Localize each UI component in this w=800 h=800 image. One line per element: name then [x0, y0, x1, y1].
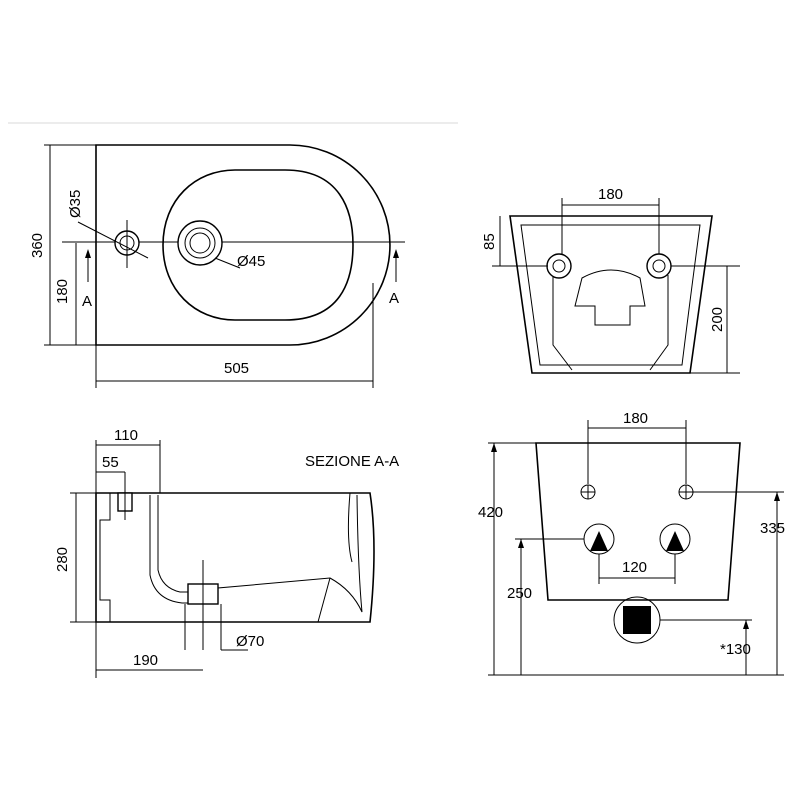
top-view: 360 180 Ø35 Ø45 505 A A: [29, 144, 405, 388]
bidet-inner-rear: [520, 224, 701, 366]
drain-inner: [189, 232, 211, 254]
bidet-outline-rear: [509, 215, 713, 374]
drain-leader: [214, 257, 241, 269]
drain-outer: [177, 220, 223, 266]
fixing-hole-left-outer: [546, 253, 572, 279]
section-outer: [95, 492, 375, 623]
section-back-wall: [99, 493, 111, 622]
dim-bolt-spacing-label: 180: [623, 410, 648, 427]
arrow-supply-top: [518, 539, 524, 548]
arrow-drain-top: [743, 620, 749, 629]
supply-right-triangle: [666, 531, 684, 551]
dim-section-55-label: 55: [102, 454, 119, 471]
dim-section-height-label: 280: [54, 547, 71, 572]
dim-drain-label: Ø45: [237, 253, 265, 270]
arrow-bolt-top: [774, 492, 780, 501]
dim-section-outlet-label: Ø70: [236, 633, 264, 650]
pedestal-right: [649, 275, 669, 371]
dim-rear-spacing-label: 180: [598, 186, 623, 203]
fixing-hole-right-inner: [652, 259, 666, 273]
dim-section-190-label: 190: [133, 652, 158, 669]
dim-drain-height-label: *130: [720, 641, 751, 658]
supply-left-triangle: [590, 531, 608, 551]
pedestal-left: [552, 275, 573, 371]
bowl-outline: [162, 169, 354, 321]
fixing-hole-right-outer: [646, 253, 672, 279]
arrow-total-top: [491, 443, 497, 452]
dim-half-label: 180: [54, 279, 71, 304]
bidet-outline-top: [95, 144, 391, 346]
drain-mid: [184, 227, 216, 259]
section-bowl: [157, 494, 363, 613]
dim-supply-spacing-label: 120: [622, 559, 647, 576]
dim-rear-fix-label: 85: [481, 233, 498, 250]
dim-tap-hole-label: Ø35: [67, 190, 84, 218]
section-wall: [317, 577, 331, 623]
install-view: 180 120 420 250 335 *130: [478, 410, 785, 676]
dim-total-height-label: 420: [478, 504, 503, 521]
rear-view: 180 85 200: [481, 186, 740, 374]
dim-rear-height-label: 200: [709, 307, 726, 332]
dim-width-label: 505: [224, 360, 249, 377]
tap-hole-leader: [77, 221, 149, 259]
section-marker-left: A: [82, 293, 92, 310]
section-bowl-inner: [149, 495, 188, 604]
fixing-hole-left-inner: [552, 259, 566, 273]
dim-section-110-label: 110: [114, 427, 138, 444]
drain-socket-square: [623, 606, 651, 634]
section-rim: [347, 492, 353, 563]
dim-supply-height-label: 250: [507, 585, 532, 602]
section-arrow-left: [85, 249, 91, 258]
section-view: SEZIONE A-A 110 55 280 190 Ø70: [54, 427, 399, 678]
dim-depth-label: 360: [29, 233, 46, 258]
section-marker-right: A: [389, 290, 399, 307]
section-arrow-right: [393, 249, 399, 258]
dim-bolt-height-label: 335: [760, 520, 785, 537]
rear-outlet: [574, 269, 646, 326]
section-title: SEZIONE A-A: [305, 453, 399, 470]
install-outline: [535, 442, 741, 601]
